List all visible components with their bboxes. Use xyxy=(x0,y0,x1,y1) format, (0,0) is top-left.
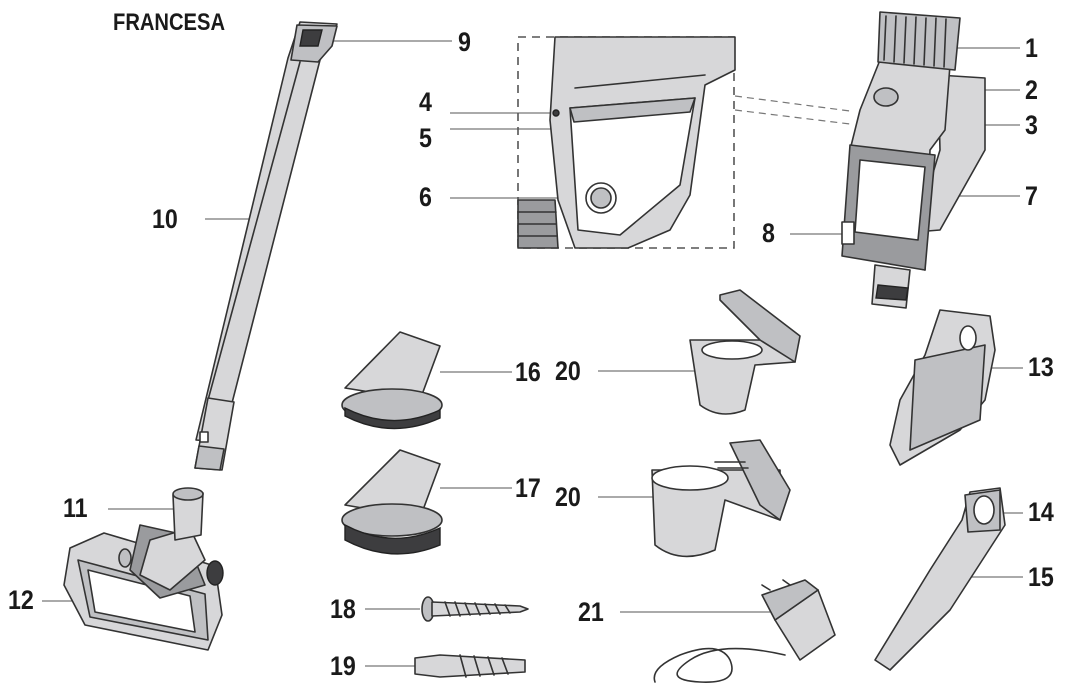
label-18: 18 xyxy=(330,594,356,624)
wall-plug-19 xyxy=(414,654,526,678)
label-20-bottom: 20 xyxy=(555,482,581,512)
label-10: 10 xyxy=(152,204,178,234)
attachment-13 xyxy=(889,309,996,466)
label-4: 4 xyxy=(419,87,432,117)
label-9: 9 xyxy=(458,27,471,57)
label-2: 2 xyxy=(1025,75,1038,105)
floor-brush xyxy=(63,487,224,651)
label-14: 14 xyxy=(1028,497,1054,527)
extension-tube xyxy=(194,21,338,471)
upholstery-brush-16 xyxy=(341,331,443,430)
label-12: 12 xyxy=(8,585,34,615)
label-11: 11 xyxy=(63,493,88,523)
label-1: 1 xyxy=(1025,33,1038,63)
label-15: 15 xyxy=(1028,562,1054,592)
label-13: 13 xyxy=(1028,352,1054,382)
wall-mount-large xyxy=(651,439,791,558)
main-body xyxy=(841,11,986,309)
label-16: 16 xyxy=(515,357,541,387)
label-5: 5 xyxy=(419,123,432,153)
label-21: 21 xyxy=(578,597,604,627)
charger-adapter xyxy=(653,579,836,683)
diagram-title: FRANCESA xyxy=(113,9,226,36)
wall-mount-small xyxy=(689,289,801,415)
crevice-tool xyxy=(874,487,1006,671)
label-6: 6 xyxy=(419,182,432,212)
label-19: 19 xyxy=(330,651,356,681)
label-8: 8 xyxy=(762,218,775,248)
label-3: 3 xyxy=(1025,110,1038,140)
label-20-top: 20 xyxy=(555,356,581,386)
label-7: 7 xyxy=(1025,181,1038,211)
upholstery-brush-17 xyxy=(341,449,443,555)
label-17: 17 xyxy=(515,473,541,503)
detail-zoom-box xyxy=(517,36,736,249)
screw-18 xyxy=(421,596,529,622)
